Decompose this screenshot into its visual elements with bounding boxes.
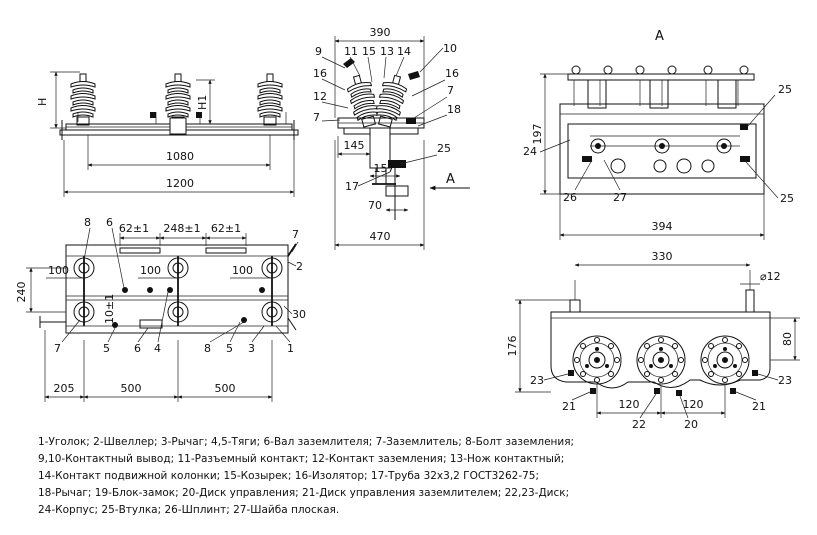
dim-100-a: 100 <box>48 264 69 277</box>
plan-view: 62±1 248±1 62±1 100 100 100 240 10±1 205… <box>15 216 306 402</box>
plan-callout-8b: 8 <box>204 342 211 355</box>
side-view: A 390 145 157 70 470 9 11 15 13 14 10 16 <box>313 26 470 250</box>
plan-callout-8a: 8 <box>84 216 91 229</box>
side-callout-7b: 7 <box>313 111 320 124</box>
side-callout-14: 14 <box>397 45 411 58</box>
plan-callout-7a: 7 <box>292 228 299 241</box>
plan-callout-6b: 6 <box>134 342 141 355</box>
dim-100-b: 100 <box>140 264 161 277</box>
view-a-title: A <box>655 29 664 44</box>
bottom-callout-23a: 23 <box>530 374 544 387</box>
plan-callout-5b: 5 <box>226 342 233 355</box>
plan-callout-7b: 7 <box>54 342 61 355</box>
dim-h1: H1 <box>196 95 209 110</box>
dim-157: 157 <box>374 162 395 175</box>
front-view: H H1 1080 1200 <box>36 71 299 197</box>
bottom-callout-21b: 21 <box>752 400 766 413</box>
dim-120-a: 120 <box>619 398 640 411</box>
view-a-callout-27: 27 <box>613 191 627 204</box>
dim-120-b: 120 <box>683 398 704 411</box>
dim-1200: 1200 <box>166 177 194 190</box>
legend-line: 14-Контакт подвижной колонки; 15-Козырек… <box>38 470 540 482</box>
plan-callout-2: 2 <box>296 260 303 273</box>
dim-10: 10±1 <box>103 294 116 324</box>
bottom-view: 330 ⌀12 176 80 120 120 23 21 22 20 21 23 <box>506 250 800 430</box>
side-callout-10: 10 <box>443 42 457 55</box>
dim-500-a: 500 <box>121 382 142 395</box>
bottom-callout-21a: 21 <box>562 400 576 413</box>
bottom-callout-20: 20 <box>684 418 698 430</box>
view-a-callout-25a: 25 <box>778 83 792 96</box>
parts-legend: 1-Уголок; 2-Швеллер; 3-Рычаг; 4,5-Тяги; … <box>38 434 808 519</box>
dim-470: 470 <box>370 230 391 243</box>
side-callout-17: 17 <box>345 180 359 193</box>
dim-62-b: 62±1 <box>211 222 241 235</box>
technical-drawing: H H1 1080 1200 A <box>15 26 800 430</box>
legend-line: 18-Рычаг; 19-Блок-замок; 20-Диск управле… <box>38 487 570 499</box>
bottom-callout-22: 22 <box>632 418 646 430</box>
bottom-callout-23b: 23 <box>778 374 792 387</box>
side-callout-11: 11 <box>344 45 358 58</box>
view-a-callout-26: 26 <box>563 191 577 204</box>
legend-line: 24-Корпус; 25-Втулка; 26-Шплинт; 27-Шайб… <box>38 504 340 516</box>
dim-80: 80 <box>781 332 794 346</box>
dim-1080: 1080 <box>166 150 194 163</box>
dim-197: 197 <box>531 124 544 145</box>
side-callout-18: 18 <box>447 103 461 116</box>
view-arrow-label: A <box>446 172 455 187</box>
dim-145: 145 <box>344 139 365 152</box>
plan-callout-6a: 6 <box>106 216 113 229</box>
dim-100-c: 100 <box>232 264 253 277</box>
side-callout-16a: 16 <box>313 67 327 80</box>
dim-62-a: 62±1 <box>119 222 149 235</box>
dim-240: 240 <box>15 282 28 303</box>
side-callout-16b: 16 <box>445 67 459 80</box>
plan-callout-1: 1 <box>287 342 294 355</box>
dim-205: 205 <box>54 382 75 395</box>
dim-70: 70 <box>368 199 382 212</box>
side-callout-12: 12 <box>313 90 327 103</box>
side-callout-7a: 7 <box>447 84 454 97</box>
legend-line: 1-Уголок; 2-Швеллер; 3-Рычаг; 4,5-Тяги; … <box>38 436 575 448</box>
dim-248: 248±1 <box>163 222 200 235</box>
dim-394: 394 <box>652 220 673 233</box>
dim-dia12: ⌀12 <box>760 270 781 283</box>
legend-line: 9,10-Контактный вывод; 11-Разъемный конт… <box>38 453 565 465</box>
dim-176: 176 <box>506 336 519 357</box>
dim-h: H <box>36 98 49 106</box>
dim-500-b: 500 <box>215 382 236 395</box>
plan-callout-4: 4 <box>154 342 161 355</box>
view-a-callout-25b: 25 <box>780 192 794 205</box>
plan-callout-30: 30 <box>292 308 306 321</box>
view-a-callout-24: 24 <box>523 145 537 158</box>
view-a: A 197 394 <box>523 29 794 240</box>
side-callout-25: 25 <box>437 142 451 155</box>
plan-callout-3: 3 <box>248 342 255 355</box>
side-callout-9: 9 <box>315 45 322 58</box>
plan-callout-5a: 5 <box>103 342 110 355</box>
dim-330: 330 <box>652 250 673 263</box>
dim-390: 390 <box>370 26 391 39</box>
side-callout-15: 15 <box>362 45 376 58</box>
side-callout-13: 13 <box>380 45 394 58</box>
